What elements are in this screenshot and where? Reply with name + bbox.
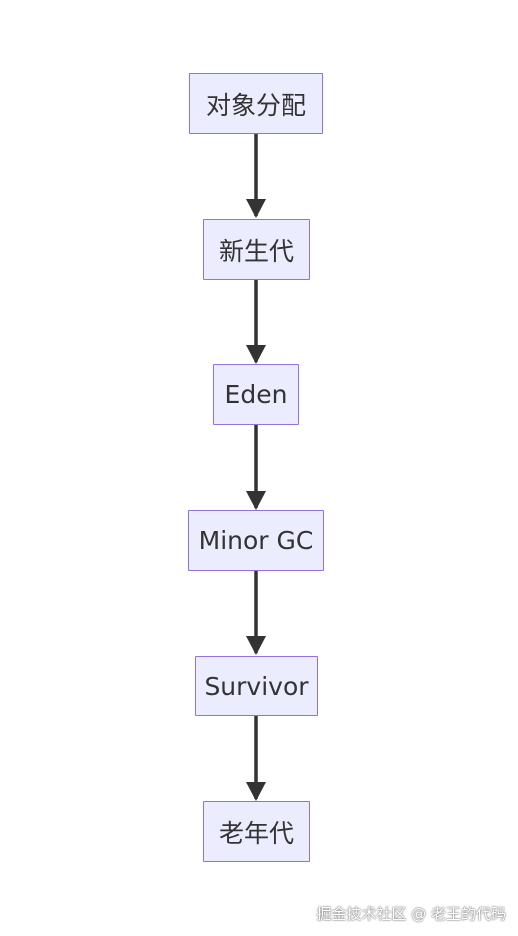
node-survivor: Survivor	[195, 656, 318, 716]
arrowhead-n1-n2	[246, 199, 266, 218]
watermark-text: 掘金技术社区 @ 老王的代码	[316, 905, 506, 923]
node-object-allocation: 对象分配	[189, 73, 323, 134]
node-minor-gc: Minor GC	[188, 510, 324, 571]
arrowhead-n4-n5	[246, 636, 266, 655]
node-young-generation: 新生代	[203, 219, 310, 280]
arrowhead-n3-n4	[246, 491, 266, 510]
node-old-generation: 老年代	[203, 801, 310, 862]
arrowhead-n2-n3	[246, 345, 266, 364]
node-eden: Eden	[213, 364, 299, 425]
arrowhead-n5-n6	[246, 782, 266, 801]
